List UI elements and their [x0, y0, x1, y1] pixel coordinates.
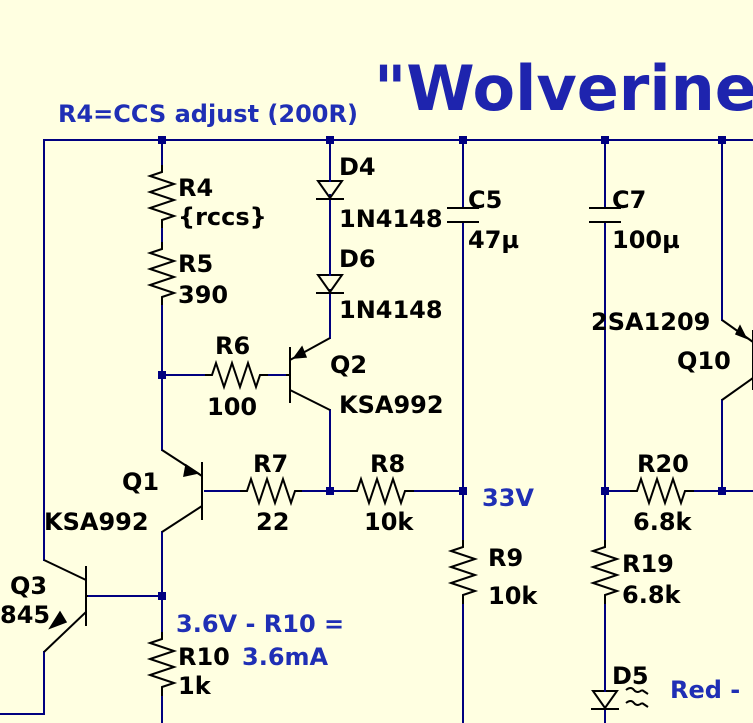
resistor-r20-symbol	[630, 475, 694, 507]
r8-ref: R8	[370, 450, 405, 478]
r4-ref: R4	[178, 174, 213, 202]
r19-value: 6.8k	[622, 581, 682, 609]
r7-value: 22	[256, 508, 289, 536]
resistor-r7-symbol	[240, 475, 302, 507]
q10-ref: Q10	[677, 347, 731, 375]
led-d5-symbol	[591, 679, 649, 710]
diode-d4-symbol	[316, 164, 344, 200]
r5-value: 390	[178, 281, 228, 309]
r19-ref: R19	[622, 550, 674, 578]
wires	[0, 139, 753, 723]
junction-dots	[158, 136, 726, 600]
r10-ref: R10	[178, 643, 230, 671]
c7-ref: C7	[612, 186, 646, 214]
r20-ref: R20	[637, 450, 689, 478]
r5-ref: R5	[178, 250, 213, 278]
resistor-r9-symbol	[447, 540, 479, 604]
capacitor-c5-symbol	[447, 207, 479, 223]
d5-ref: D5	[612, 662, 649, 690]
r8-value: 10k	[364, 508, 414, 536]
transistor-q2-symbol	[286, 337, 331, 411]
r6-ref: R6	[215, 332, 250, 360]
rail-voltage-label: 33V	[482, 484, 534, 512]
q2-ref: Q2	[330, 351, 367, 379]
resistor-r8-symbol	[350, 475, 414, 507]
q2-value: KSA992	[339, 391, 444, 419]
r7-ref: R7	[253, 450, 288, 478]
r4-value: {rccs}	[178, 203, 267, 231]
q1-ref: Q1	[122, 468, 159, 496]
q3-value: 845	[0, 601, 50, 629]
d6-value: 1N4148	[339, 296, 443, 324]
r10-value: 1k	[178, 672, 212, 700]
d4-value: 1N4148	[339, 205, 443, 233]
q3-ref: Q3	[10, 572, 47, 600]
transistor-q1-symbol	[161, 449, 203, 533]
c5-ref: C5	[468, 186, 502, 214]
resistor-r4-symbol	[146, 165, 178, 228]
resistor-r6-symbol	[205, 359, 268, 391]
capacitor-c7-symbol	[589, 207, 621, 223]
ccs-adjust-note: R4=CCS adjust (200R)	[58, 100, 358, 128]
c7-value: 100µ	[612, 226, 680, 254]
resistor-r5-symbol	[146, 242, 178, 305]
circuit-title: "Wolverine'	[374, 52, 753, 125]
r9-value: 10k	[488, 582, 538, 610]
r10-current-note: 3.6mA	[242, 643, 329, 671]
transistor-q10-symbol	[721, 319, 753, 401]
d5-color-note: Red -	[670, 676, 740, 704]
transistor-q3-symbol	[43, 559, 88, 653]
r9-ref: R9	[488, 544, 523, 572]
d6-ref: D6	[339, 245, 376, 273]
c5-value: 47µ	[468, 226, 519, 254]
q10-value: 2SA1209	[591, 308, 710, 336]
r6-value: 100	[207, 393, 257, 421]
r20-value: 6.8k	[633, 508, 693, 536]
d4-ref: D4	[339, 153, 376, 181]
resistor-r10-symbol	[146, 632, 178, 696]
diode-d6-symbol	[316, 259, 344, 294]
r10-calc-note: 3.6V - R10 =	[176, 610, 344, 638]
q1-value: KSA992	[44, 508, 149, 536]
resistor-r19-symbol	[589, 540, 621, 604]
